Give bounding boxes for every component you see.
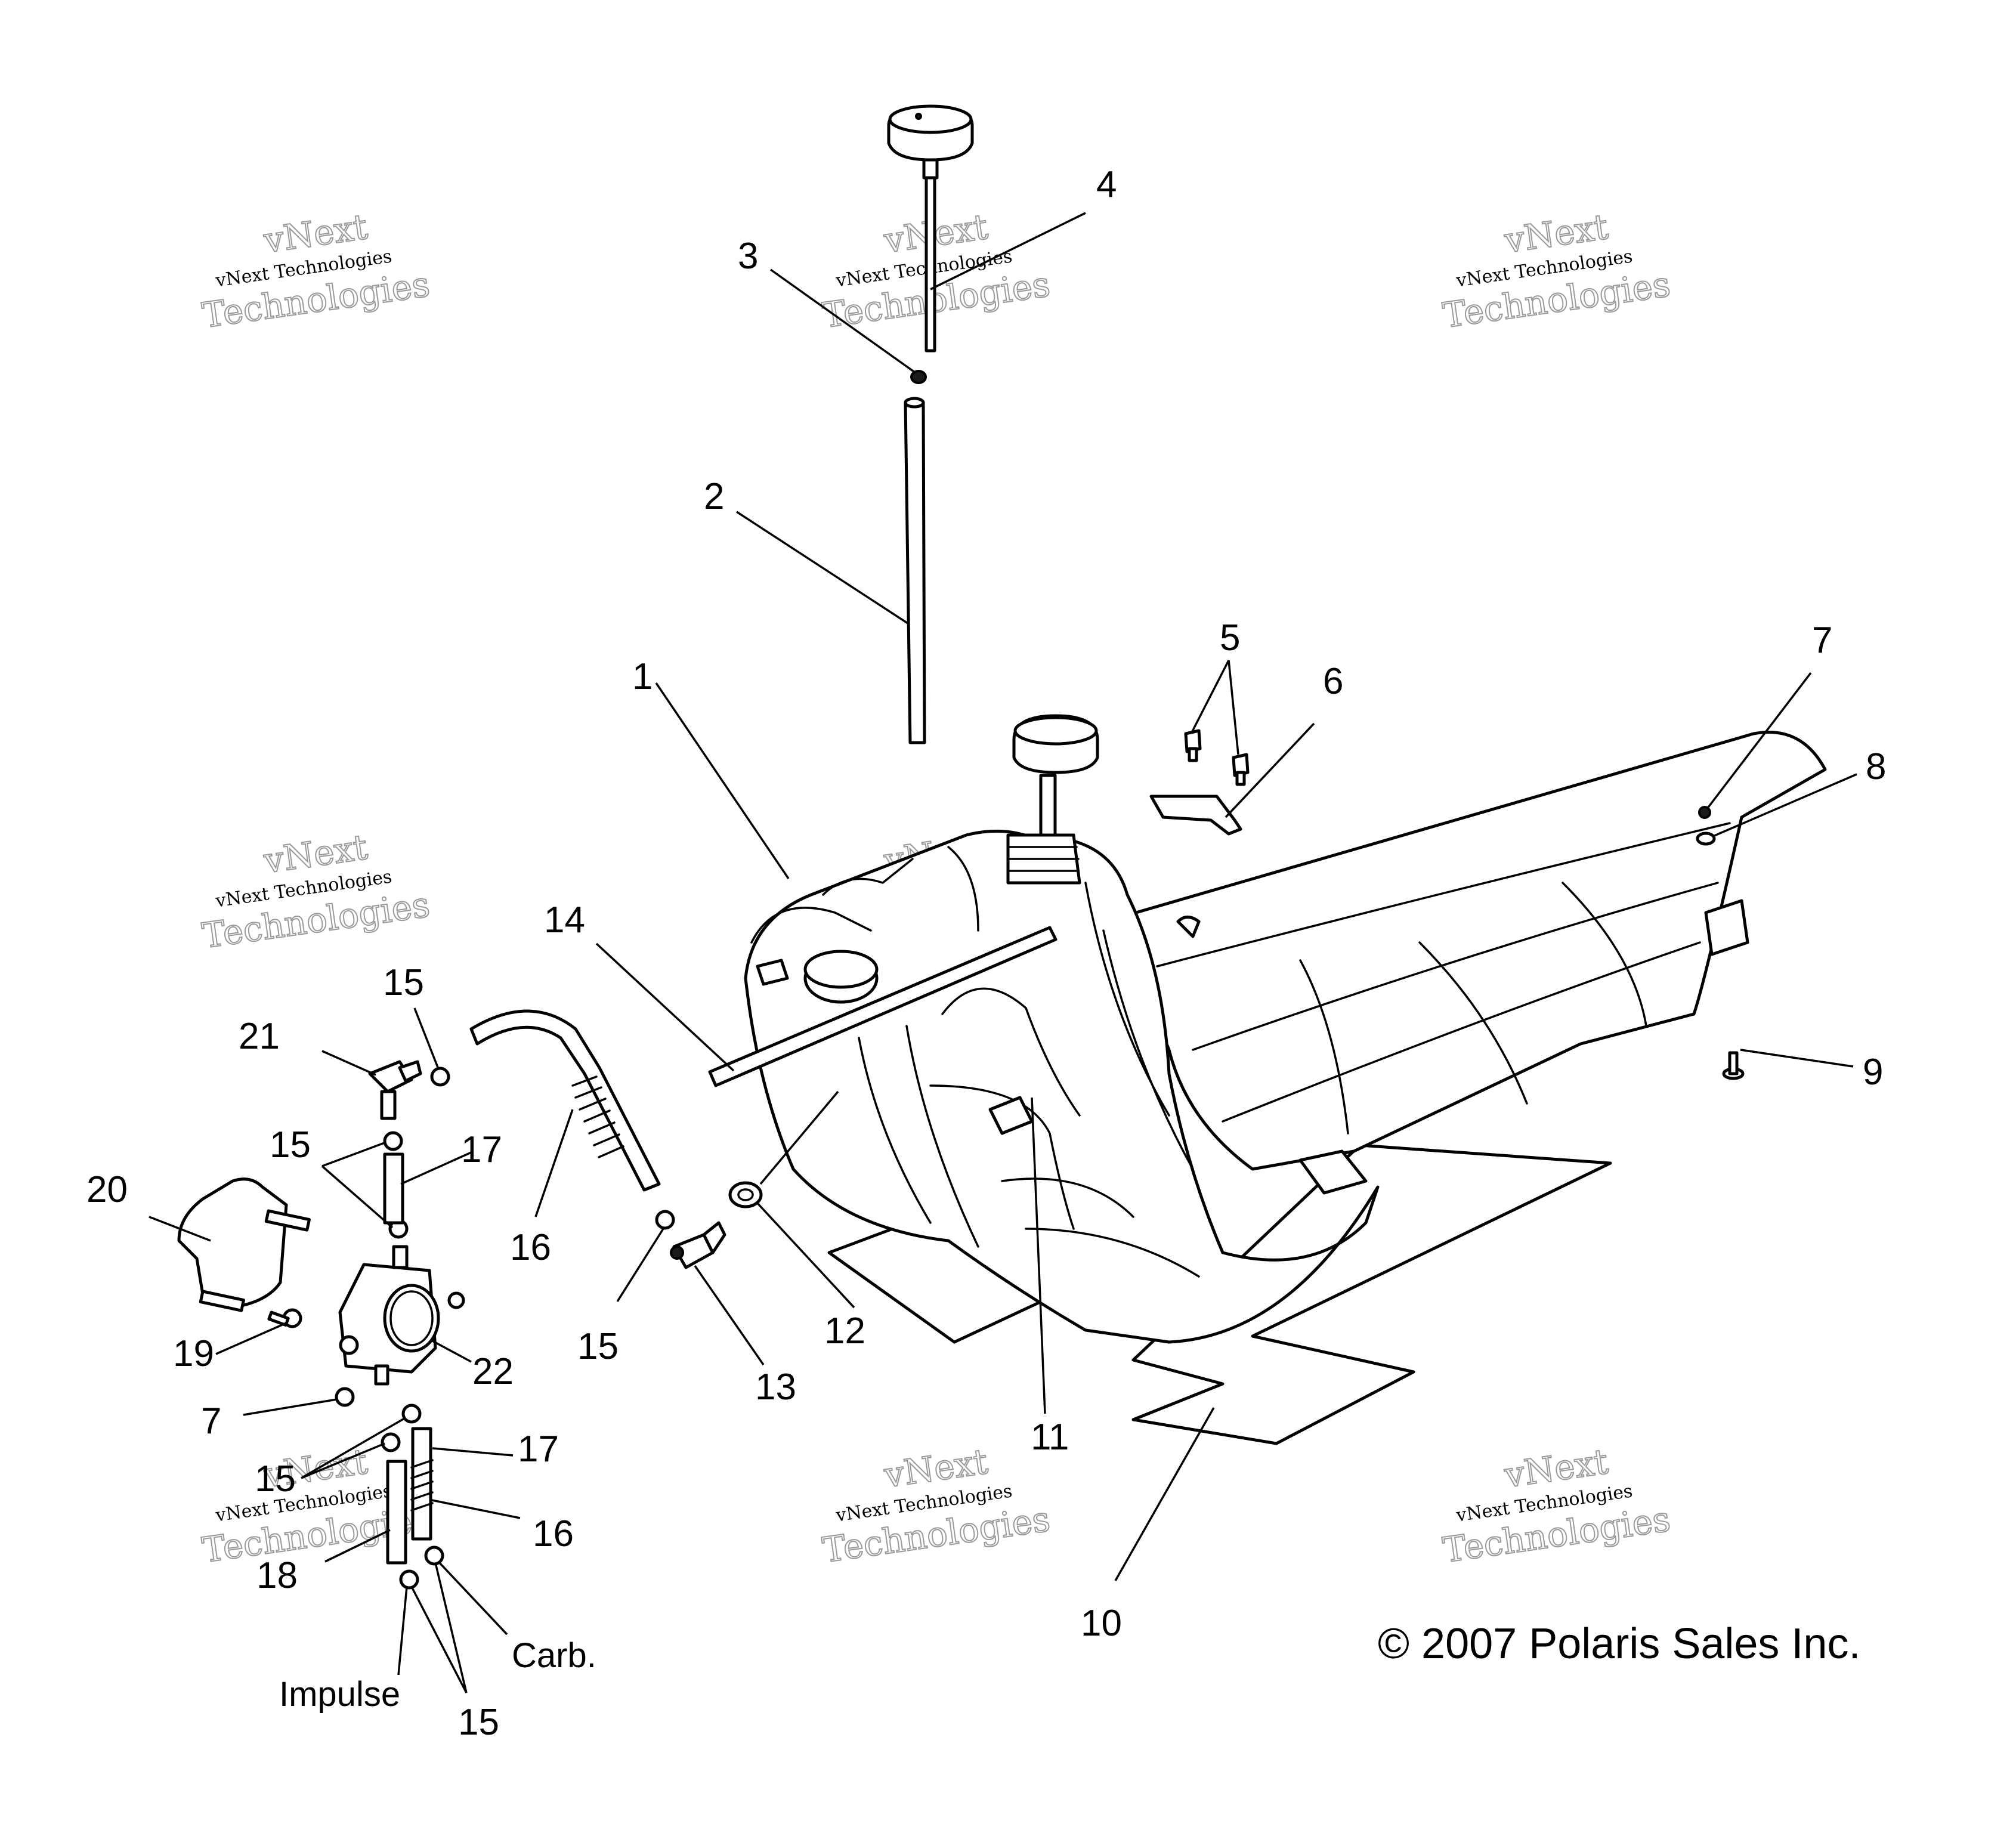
grommet	[910, 370, 927, 384]
callout-label: 10	[1081, 1603, 1122, 1644]
carb-label: Carb.	[512, 1636, 596, 1675]
callout-label: 17	[518, 1429, 559, 1470]
screw	[1722, 1051, 1745, 1080]
heat-shield-pad	[1131, 1143, 1612, 1445]
watermark: vNext vNext Technologies Technologies	[1440, 1441, 1674, 1571]
fuel-fitting	[368, 1060, 422, 1120]
callout-label: 15	[255, 1458, 296, 1500]
impulse-label: Impulse	[279, 1675, 400, 1714]
callout-label: 7	[201, 1401, 221, 1442]
callout-label: 14	[544, 900, 585, 941]
fuel-hose	[469, 1009, 661, 1192]
fuel-pump	[338, 1245, 465, 1386]
callout-labels: 1 2 3 4 5 6 7 7 8 9 10 11 12 13 14 15 15…	[86, 164, 1886, 1743]
leader-lines	[149, 212, 1857, 1693]
callout-label: 22	[472, 1351, 514, 1392]
callout-label: 18	[256, 1555, 298, 1596]
callout-label: 4	[1096, 164, 1117, 205]
callout-label: 11	[1031, 1417, 1069, 1458]
fuel-tank	[744, 829, 1380, 1344]
tank-fuel-cap	[1006, 714, 1099, 885]
mounting-bracket	[1149, 795, 1242, 836]
callout-label: 2	[704, 476, 724, 517]
callout-label: 6	[1323, 661, 1343, 702]
short-hose	[383, 1152, 404, 1225]
callout-label: 13	[755, 1367, 796, 1408]
copyright-notice: © 2007 Polaris Sales Inc.	[1378, 1620, 1860, 1668]
watermark: vNext vNext Technologies Technologies	[1440, 206, 1674, 336]
callout-label: 17	[461, 1129, 502, 1170]
callout-label: 5	[1220, 617, 1240, 659]
callout-label: 1	[632, 656, 653, 697]
callout-label: 16	[510, 1227, 551, 1268]
seat	[1114, 731, 1827, 1171]
callout-label: 16	[533, 1513, 574, 1554]
vent-tube	[904, 397, 926, 744]
watermark: vNext vNext Technologies Technologies	[199, 206, 433, 336]
fuel-cap-gauge	[887, 104, 974, 353]
bracket-bolt	[267, 1308, 302, 1328]
callout-label: 12	[824, 1310, 865, 1352]
callout-label: 7	[1812, 620, 1832, 661]
elbow-fitting	[670, 1221, 726, 1269]
callout-label: 15	[577, 1326, 619, 1367]
callout-label: 9	[1863, 1052, 1883, 1093]
crossover-rod	[708, 926, 1058, 1087]
callout-label: 20	[86, 1169, 128, 1210]
watermark: vNext vNext Technologies Technologies	[820, 1441, 1053, 1571]
callout-label: 3	[738, 236, 758, 277]
impulse-line	[386, 1460, 407, 1565]
callout-label: 21	[239, 1016, 280, 1057]
callout-label: 15	[383, 962, 424, 1003]
callout-label: 8	[1866, 746, 1886, 787]
tank-grommet	[728, 1181, 763, 1208]
bolts	[1184, 729, 1250, 786]
pump-bracket	[177, 1177, 311, 1312]
washer	[1696, 832, 1716, 846]
nut	[1698, 806, 1711, 819]
carb-line	[410, 1427, 434, 1541]
hose-clamps	[381, 1067, 675, 1590]
callout-label: 19	[173, 1333, 214, 1374]
pump-nut	[335, 1387, 355, 1407]
callout-label: 15	[270, 1124, 311, 1166]
watermark: vNext vNext Technologies Technologies	[199, 826, 433, 957]
callout-label: 15	[458, 1702, 499, 1743]
